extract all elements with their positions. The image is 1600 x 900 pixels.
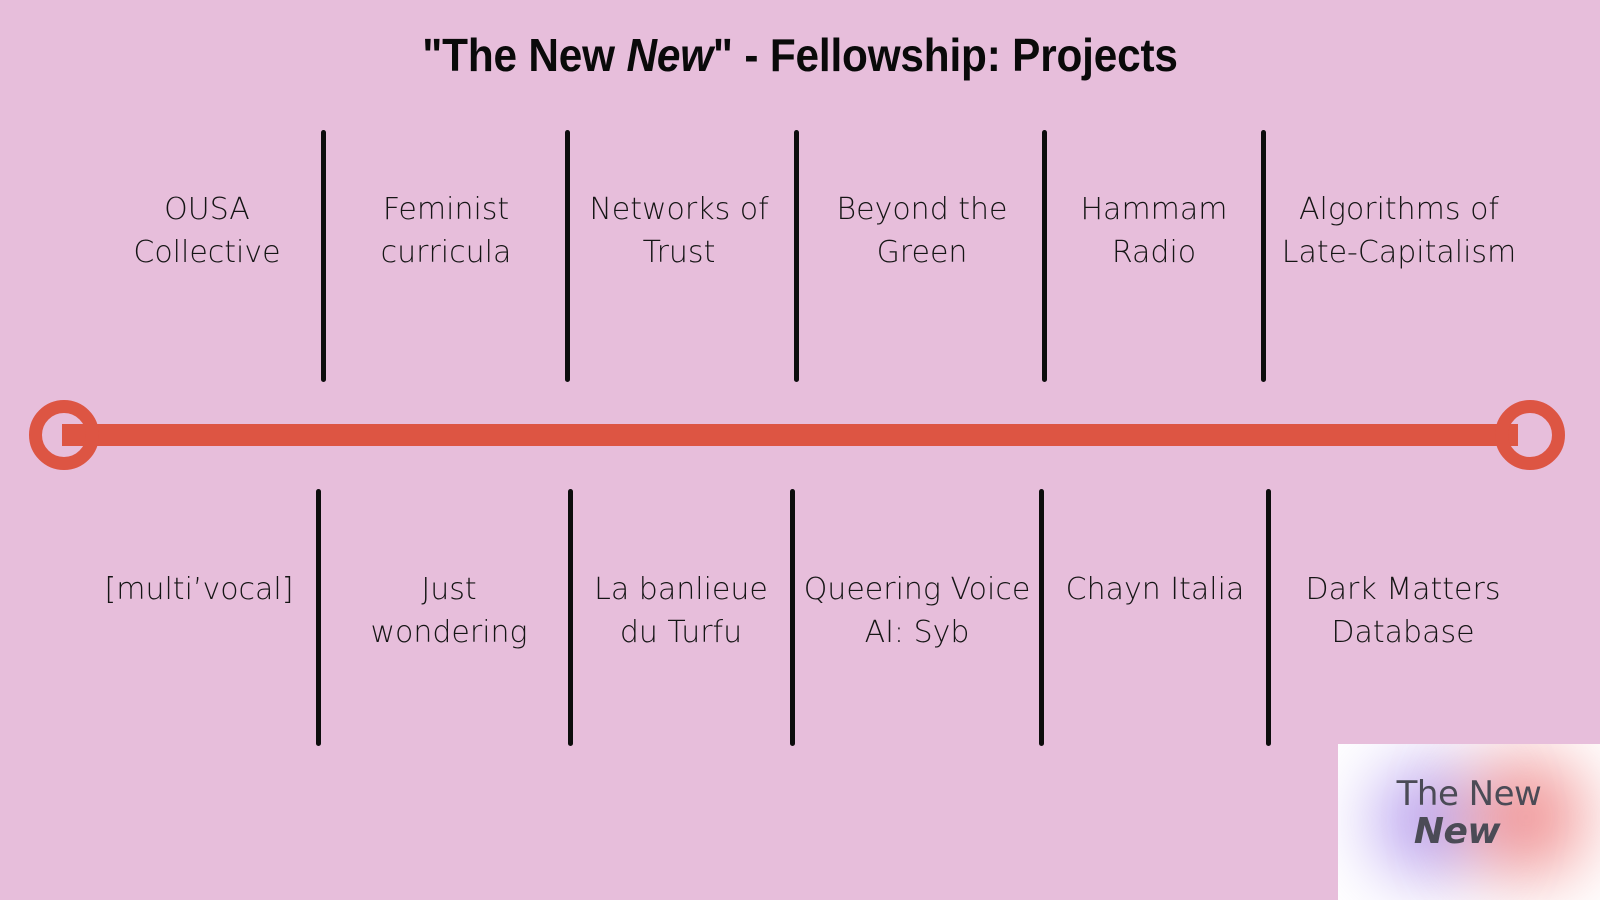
- timeline-item-label-bottom: [multi’vocal]: [104, 572, 294, 607]
- page-title-suffix: " - Fellowship: Projects: [712, 29, 1178, 81]
- timeline-item-label-top: Hammam Radio: [1080, 192, 1228, 270]
- tick-mark-bottom: [316, 489, 321, 746]
- logo-wordmark: The New New: [1338, 774, 1600, 852]
- tick-mark-top: [1042, 130, 1047, 382]
- page-title-italic-word: New: [626, 29, 713, 81]
- timeline-start-node: [29, 400, 99, 470]
- tick-mark-bottom: [568, 489, 573, 746]
- timeline-item-label-bottom: La banlieue du Turfu: [594, 572, 768, 650]
- tick-mark-top: [321, 130, 326, 382]
- timeline-axis-bar: [62, 424, 1518, 446]
- brand-logo: The New New: [1338, 744, 1600, 900]
- timeline-item-label-bottom: Chayn Italia: [1065, 572, 1245, 607]
- timeline-item-label-bottom: Just wondering: [370, 572, 528, 650]
- timeline-end-node: [1495, 400, 1565, 470]
- timeline-item-label-bottom: Queering Voice AI: Syb: [803, 572, 1031, 650]
- timeline-item-label-top: Feminist curricula: [380, 192, 512, 270]
- page-title: "The New New" - Fellowship: Projects: [64, 28, 1536, 82]
- timeline-item-label-bottom: Dark Matters Database: [1305, 572, 1501, 650]
- logo-line-2: New: [1413, 811, 1501, 852]
- tick-mark-bottom: [1039, 489, 1044, 746]
- tick-mark-bottom: [790, 489, 795, 746]
- logo-line-1: The New: [1396, 774, 1542, 814]
- page-title-prefix: "The New: [422, 29, 627, 81]
- timeline-item-label-top: Networks of Trust: [589, 192, 769, 270]
- timeline-item-label-top: Algorithms of Late-Capitalism: [1281, 192, 1517, 270]
- tick-mark-top: [565, 130, 570, 382]
- tick-mark-top: [794, 130, 799, 382]
- tick-mark-top: [1261, 130, 1266, 382]
- tick-mark-bottom: [1266, 489, 1271, 746]
- logo-red-blob-decoration: [1446, 744, 1600, 896]
- timeline-item-label-top: OUSA Collective: [133, 192, 281, 270]
- timeline-item-label-top: Beyond the Green: [836, 192, 1008, 270]
